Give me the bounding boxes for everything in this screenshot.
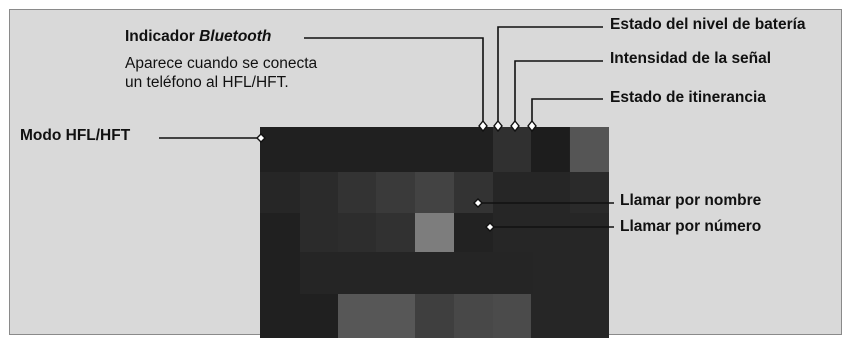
call-by-number-callout (486, 223, 614, 231)
call-by-name-callout (474, 199, 614, 207)
signal-callout (511, 61, 603, 131)
hfl-mode-callout (159, 134, 265, 142)
battery-callout (494, 27, 603, 131)
roaming-callout (528, 99, 603, 131)
bluetooth-callout (304, 38, 487, 131)
